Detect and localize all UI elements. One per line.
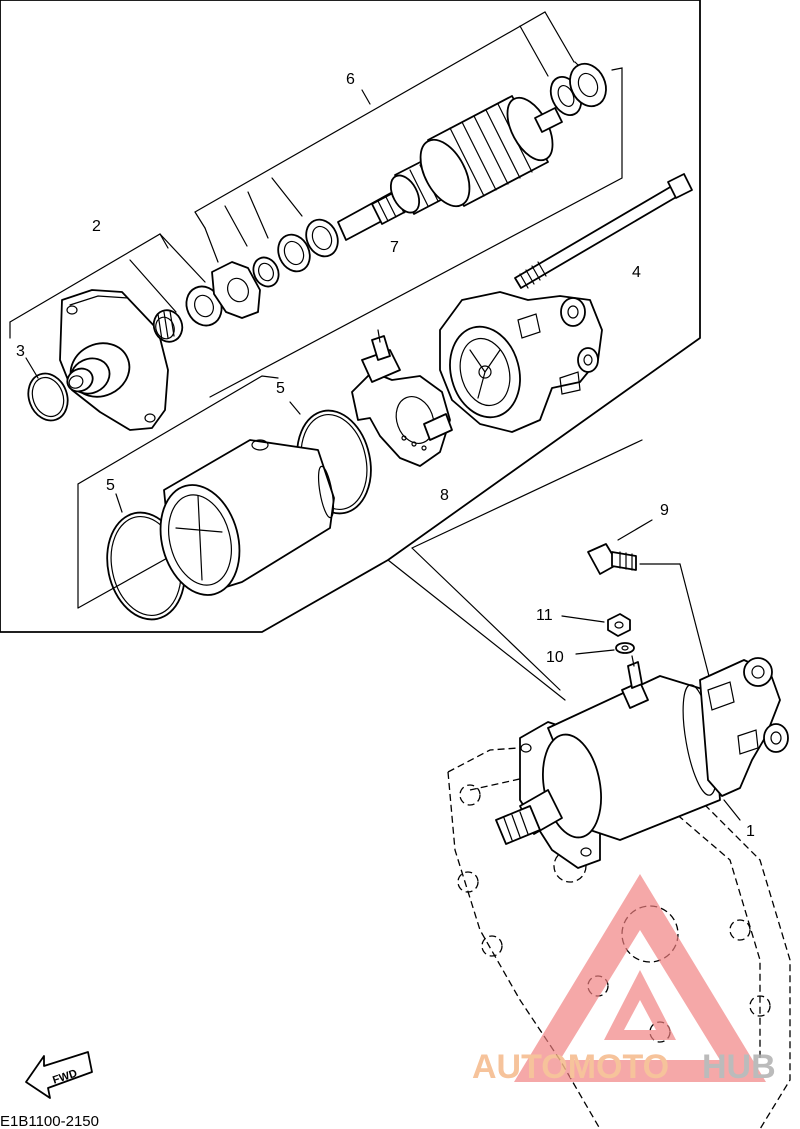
- rear-washer-outer: [569, 62, 607, 108]
- watermark-logo: AUTOMOTO HUB: [472, 874, 776, 1086]
- bracket-5: [77, 375, 279, 609]
- callout-4: 4: [632, 264, 641, 281]
- diagram-code: E1B1100-2150: [0, 1113, 99, 1129]
- part-10-washer: [575, 642, 635, 655]
- part-2-front-cover: [59, 289, 169, 431]
- callout-5-upper: 5: [276, 380, 285, 397]
- watermark-auto: AUTOMOTO: [472, 1048, 669, 1086]
- rear-cover: [439, 291, 603, 433]
- watermark-hub: HUB: [702, 1048, 776, 1086]
- fwd-arrow-icon: FWD: [25, 1051, 93, 1099]
- part-3-o-ring: [25, 357, 69, 422]
- callout-2: 2: [92, 218, 101, 235]
- brush-plate-washer: [211, 261, 261, 319]
- part-11-nut: [561, 613, 631, 637]
- washer-medium: [277, 233, 311, 273]
- part-4-through-bolt: [514, 173, 693, 289]
- callout-8: 8: [440, 487, 449, 504]
- part-8-brush-holder: [351, 329, 453, 467]
- callout-10: 10: [546, 649, 564, 666]
- part-7-armature: [337, 95, 563, 241]
- callout-11: 11: [536, 607, 553, 624]
- callout-3: 3: [16, 343, 25, 360]
- watermark-triangle-icon: [514, 874, 766, 1082]
- part-9-bolt: [587, 519, 711, 681]
- washer-large: [305, 218, 339, 258]
- callout-9: 9: [660, 502, 669, 519]
- yoke: [159, 439, 335, 596]
- callout-5-lower: 5: [106, 477, 115, 494]
- part-1-starter-motor-assy: [495, 655, 789, 869]
- callout-7: 7: [390, 239, 399, 256]
- callout-1: 1: [746, 823, 755, 840]
- bracket-4: [209, 67, 623, 398]
- callout-6: 6: [346, 71, 355, 88]
- bracket-6: [194, 11, 575, 213]
- washer-small: [252, 256, 280, 288]
- needle-bearing: [152, 309, 184, 343]
